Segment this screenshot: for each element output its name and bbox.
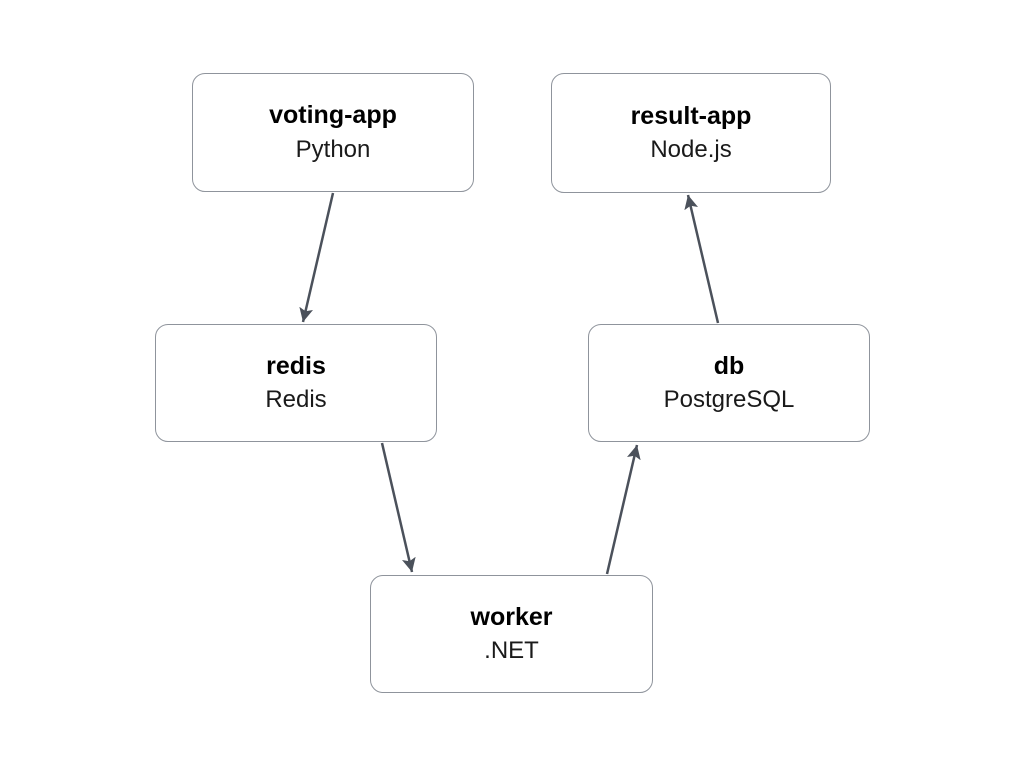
- node-worker-subtitle: .NET: [484, 637, 539, 665]
- edge-voting-app-to-redis: [299, 192, 335, 323]
- node-redis: redis Redis: [155, 324, 437, 442]
- node-redis-subtitle: Redis: [265, 386, 327, 414]
- node-result-app-title: result-app: [630, 101, 752, 130]
- node-worker: worker .NET: [370, 575, 653, 693]
- node-result-app: result-app Node.js: [551, 73, 831, 193]
- edge-worker-to-db: [605, 444, 641, 575]
- node-db-subtitle: PostgreSQL: [663, 386, 795, 414]
- node-redis-title: redis: [266, 351, 326, 380]
- node-db: db PostgreSQL: [588, 324, 870, 442]
- node-voting-app-title: voting-app: [269, 101, 397, 130]
- edge-redis-to-worker: [380, 442, 416, 573]
- node-voting-app-subtitle: Python: [295, 135, 371, 163]
- edge-db-to-result-app: [684, 194, 720, 324]
- node-voting-app: voting-app Python: [192, 73, 474, 192]
- node-db-title: db: [713, 351, 745, 380]
- node-worker-title: worker: [470, 602, 553, 631]
- node-result-app-subtitle: Node.js: [650, 136, 732, 164]
